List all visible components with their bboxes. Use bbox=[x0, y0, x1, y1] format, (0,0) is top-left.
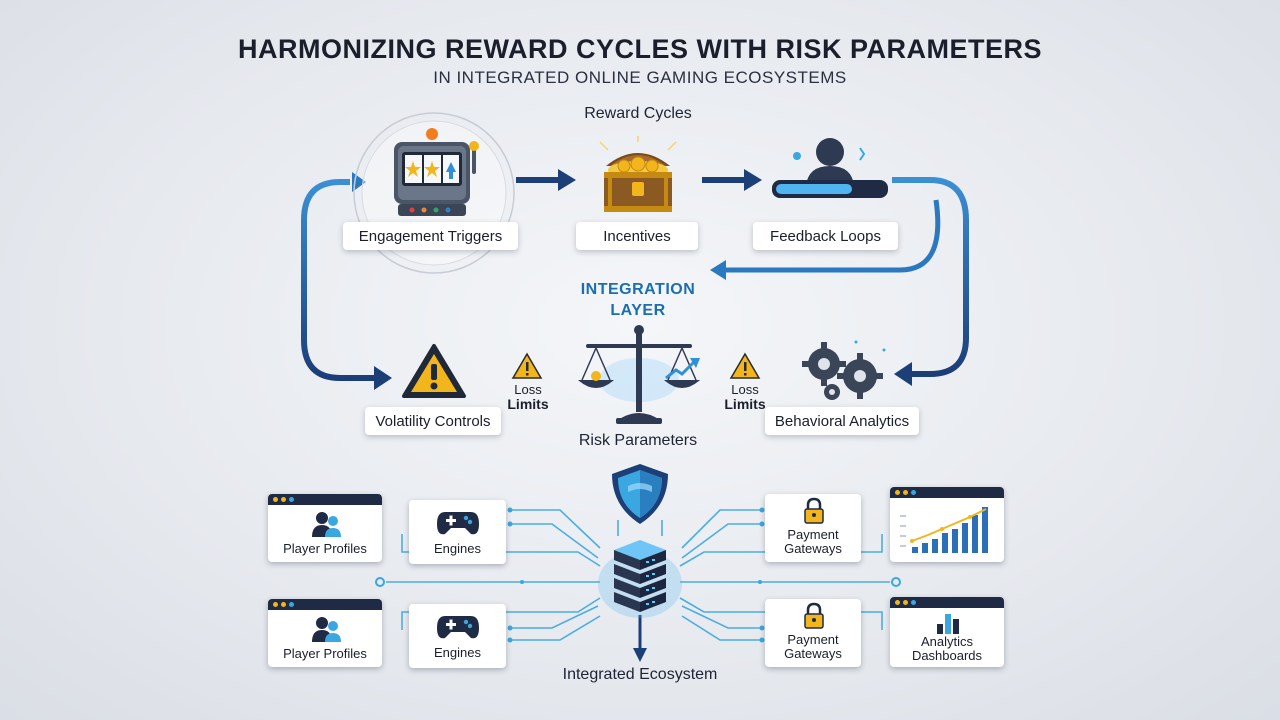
payment-gateways-line1: Payment bbox=[787, 632, 839, 647]
slot-machine-icon bbox=[394, 128, 479, 216]
player-profiles-label: Player Profiles bbox=[283, 646, 367, 661]
incentives-card: Incentives bbox=[576, 222, 698, 250]
risk-parameters-label: Risk Parameters bbox=[578, 432, 698, 449]
engagement-triggers-card: Engagement Triggers bbox=[343, 222, 518, 250]
analytics-dashboards-line1: Analytics bbox=[920, 634, 974, 649]
window-titlebar bbox=[268, 599, 382, 610]
payment-gateways-label: Payment Gateways bbox=[765, 633, 861, 661]
lock-icon bbox=[804, 602, 824, 629]
analytics-chart-window bbox=[890, 487, 1004, 562]
analytics-dashboards-line2: Dashboards bbox=[911, 648, 983, 663]
window-titlebar bbox=[890, 487, 1004, 498]
loss-limits-right-line1: Loss bbox=[731, 382, 759, 397]
page-title: HARMONIZING REWARD CYCLES WITH RISK PARA… bbox=[238, 34, 1042, 64]
shield-icon bbox=[612, 464, 668, 524]
left-loop-arrowhead-bottom bbox=[374, 366, 392, 390]
bar-chart-icon bbox=[900, 507, 988, 553]
gears-icon bbox=[802, 340, 886, 400]
window-titlebar bbox=[268, 494, 382, 505]
payment-gateways-line2: Gateways bbox=[784, 646, 842, 661]
warning-icon-small-right bbox=[729, 352, 761, 379]
feedback-return-arrow bbox=[724, 199, 941, 273]
warning-icon-small-left bbox=[511, 352, 543, 379]
loss-limits-right-line2: Limits bbox=[724, 396, 766, 412]
lock-icon bbox=[804, 497, 824, 524]
balance-scale-icon bbox=[578, 325, 700, 424]
users-icon bbox=[312, 512, 341, 537]
payment-gateways-box: Payment Gateways bbox=[765, 599, 861, 667]
treasure-chest-icon bbox=[599, 136, 677, 212]
integration-line2: LAYER bbox=[610, 302, 666, 319]
warning-icon bbox=[402, 344, 466, 398]
player-profiles-window: Player Profiles bbox=[268, 494, 382, 562]
behavioral-analytics-card: Behavioral Analytics bbox=[765, 407, 919, 435]
users-icon bbox=[312, 617, 341, 642]
engines-box: Engines bbox=[409, 604, 506, 668]
loss-limits-right: Loss Limits bbox=[717, 383, 773, 412]
loss-limits-left-line2: Limits bbox=[507, 396, 549, 412]
feedback-loops-card: Feedback Loops bbox=[753, 222, 898, 250]
user-progress-icon bbox=[772, 138, 888, 198]
payment-gateways-label: Payment Gateways bbox=[765, 528, 861, 556]
reward-cycles-label: Reward Cycles bbox=[584, 105, 692, 122]
analytics-dashboards-window: Analytics Dashboards bbox=[890, 597, 1004, 667]
loss-limits-left: Loss Limits bbox=[500, 383, 556, 412]
analytics-dashboards-label: Analytics Dashboards bbox=[890, 635, 1004, 663]
integrated-ecosystem-label: Integrated Ecosystem bbox=[562, 666, 718, 683]
server-icon bbox=[598, 540, 682, 618]
right-loop-arrow bbox=[892, 177, 969, 377]
integration-line1: INTEGRATION bbox=[580, 281, 696, 298]
window-titlebar bbox=[890, 597, 1004, 608]
integration-layer-title: INTEGRATION LAYER bbox=[540, 279, 736, 321]
left-loop-arrow bbox=[301, 179, 388, 381]
volatility-controls-card: Volatility Controls bbox=[365, 407, 501, 435]
page-subtitle: IN INTEGRATED ONLINE GAMING ECOSYSTEMS bbox=[433, 68, 847, 87]
player-profiles-window: Player Profiles bbox=[268, 599, 382, 667]
engines-label: Engines bbox=[434, 541, 481, 556]
engines-label: Engines bbox=[434, 645, 481, 660]
engines-box: Engines bbox=[409, 500, 506, 564]
payment-gateways-line1: Payment bbox=[787, 527, 839, 542]
gamepad-icon bbox=[437, 616, 479, 639]
payment-gateways-line2: Gateways bbox=[784, 541, 842, 556]
loss-limits-left-line1: Loss bbox=[514, 382, 542, 397]
player-profiles-label: Player Profiles bbox=[283, 541, 367, 556]
bar-chart-icon bbox=[937, 614, 959, 634]
gamepad-icon bbox=[437, 512, 479, 535]
payment-gateways-box: Payment Gateways bbox=[765, 494, 861, 562]
